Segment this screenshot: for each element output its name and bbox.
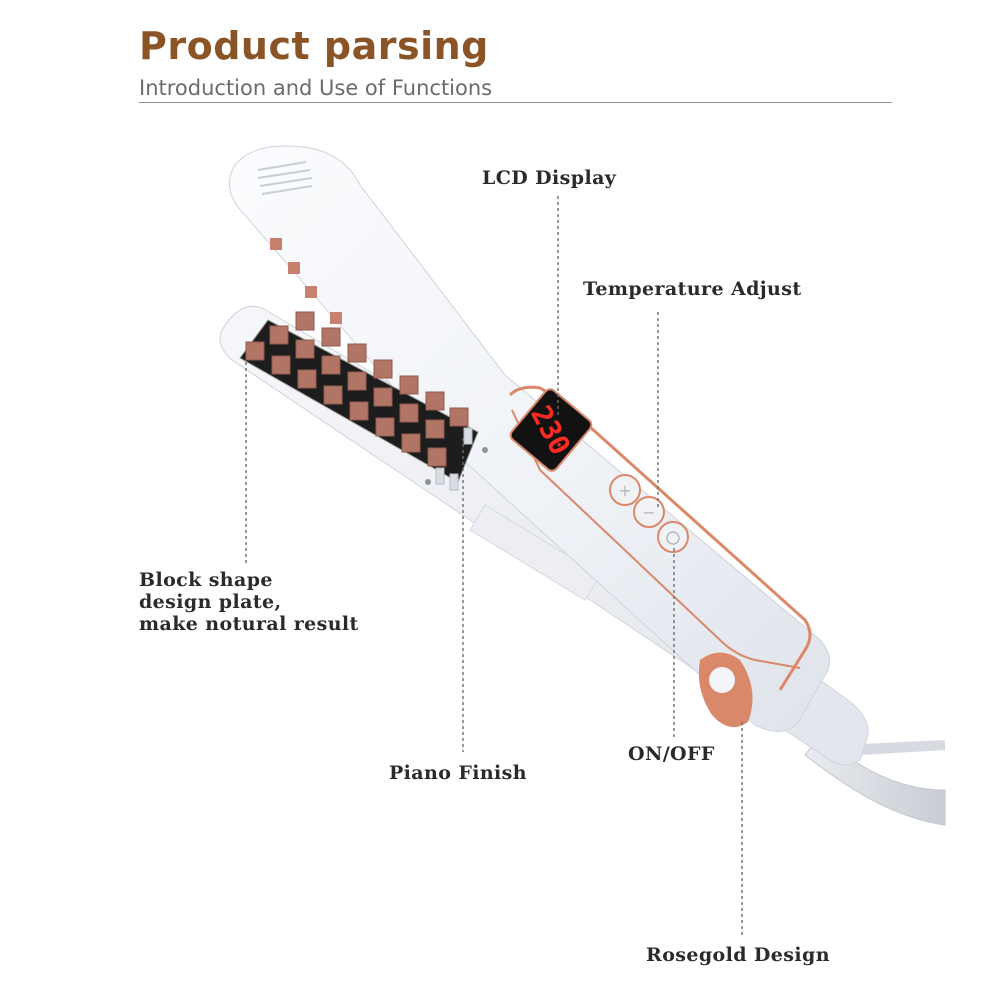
lcd-display: 230 xyxy=(509,388,593,472)
piano-finish-label: Piano Finish xyxy=(389,762,527,784)
temperature-adjust-label: Temperature Adjust xyxy=(583,278,802,300)
block-plate-label-line: make notural result xyxy=(139,613,359,635)
block-plate-label-line: design plate, xyxy=(139,591,282,613)
rosegold-trim xyxy=(508,385,812,691)
block-plate-label: Block shape design plate, make notural r… xyxy=(139,569,359,635)
rosegold-emblem xyxy=(698,652,753,728)
power-icon xyxy=(666,531,680,545)
temp-down-button[interactable]: − xyxy=(633,496,665,528)
temp-up-button[interactable]: + xyxy=(609,474,641,506)
on-off-label: ON/OFF xyxy=(628,743,715,765)
power-button[interactable] xyxy=(657,521,689,553)
block-plate xyxy=(239,311,488,491)
header-divider xyxy=(139,102,892,103)
rosegold-design-label: Rosegold Design xyxy=(646,944,830,966)
svg-text:−: − xyxy=(642,503,655,522)
vent-grille xyxy=(257,161,313,195)
block-plate-label-line: Block shape xyxy=(139,569,273,591)
svg-text:+: + xyxy=(618,481,631,500)
page-title: Product parsing xyxy=(139,24,489,68)
temperature-buttons: + − xyxy=(609,474,689,553)
lcd-display-label: LCD Display xyxy=(482,167,617,189)
page-subtitle: Introduction and Use of Functions xyxy=(139,76,493,100)
callout-leaders xyxy=(245,196,743,938)
